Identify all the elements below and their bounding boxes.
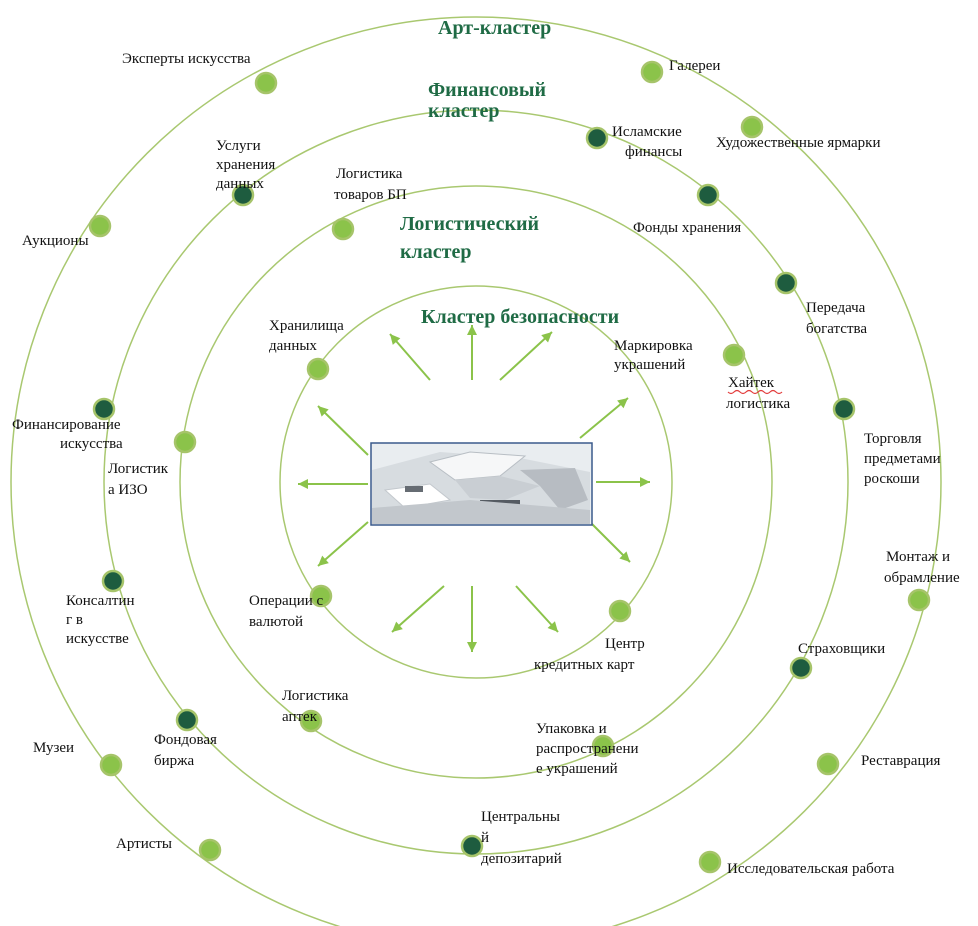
ring-logistics-cluster <box>179 185 773 779</box>
arrow-head-6 <box>640 477 650 487</box>
node-jewelry-packaging <box>591 734 615 758</box>
ring-security-cluster <box>279 285 673 679</box>
title-art-cluster: Арт-кластер <box>438 17 551 39</box>
arrow-head-7 <box>318 555 329 566</box>
node-experts <box>254 71 278 95</box>
node-logistics-pharmacy <box>299 709 323 733</box>
arrow-head-3 <box>617 398 628 409</box>
arrow-line-1 <box>389 333 431 381</box>
title-logistics-cluster: Логистический кластер <box>400 213 544 263</box>
label-art-consulting: Консалтин г в искусстве <box>66 593 138 647</box>
label-central-depository: Центральны й депозитарий <box>481 809 564 867</box>
label-jewelry-marking: Маркировка украшений <box>614 338 696 373</box>
ring-art-cluster <box>10 16 942 926</box>
node-art-consulting <box>101 569 125 593</box>
node-auctions <box>88 214 112 238</box>
label-art-fairs: Художественные ярмарки <box>716 135 880 151</box>
node-artists <box>198 838 222 862</box>
label-jewelry-packaging: Упаковка и распространени е украшений <box>536 721 642 777</box>
arrow-head-4 <box>318 406 329 417</box>
node-storage-funds <box>696 183 720 207</box>
node-museums <box>99 753 123 777</box>
title-finance-cluster: Финансовый кластер <box>428 79 551 122</box>
node-central-depository <box>460 834 484 858</box>
node-stock-exchange <box>175 708 199 732</box>
label-insurers: Страховщики <box>798 641 885 657</box>
node-wealth-transfer <box>774 271 798 295</box>
arrow-head-9 <box>392 621 403 632</box>
label-galleries: Галереи <box>669 58 720 74</box>
label-luxury-trade: Торговля предметами роскоши <box>864 431 944 487</box>
label-art-financing: Финансирование искусства <box>12 417 124 452</box>
node-islamic-finance <box>585 126 609 150</box>
label-research: Исследовательская работа <box>727 861 895 877</box>
arrow-head-11 <box>547 621 558 632</box>
label-mounting: Монтаж и обрамление <box>884 549 960 586</box>
arrow-head-8 <box>619 551 630 562</box>
label-stock-exchange: Фондовая биржа <box>154 732 221 769</box>
node-mounting <box>907 588 931 612</box>
spellcheck-underline <box>727 389 783 395</box>
label-data-storage-services: Услуги хранения данных <box>216 138 279 192</box>
node-insurers <box>789 656 813 680</box>
label-museums: Музеи <box>33 740 74 756</box>
label-currency-operations: Операции с валютой <box>249 593 327 630</box>
node-hightech-logistics <box>722 343 746 367</box>
label-credit-card-center: Центр кредитных карт <box>534 636 649 673</box>
arrow-head-2 <box>541 332 552 343</box>
arrow-head-0 <box>467 325 477 335</box>
arrow-line-2 <box>499 331 553 381</box>
label-wealth-transfer: Передача богатства <box>806 300 869 337</box>
arrow-line-9 <box>391 585 445 633</box>
label-auctions: Аукционы <box>22 233 89 249</box>
title-security-cluster: Кластер безопасности <box>421 306 619 328</box>
arrow-line-7 <box>317 521 369 567</box>
node-restoration <box>816 752 840 776</box>
label-data-warehouses: Хранилища данных <box>269 318 348 354</box>
label-logistics-pharmacy: Логистика аптек <box>282 688 352 725</box>
arrows <box>298 325 650 652</box>
node-luxury-trade <box>832 397 856 421</box>
label-logistics-izo: Логистик а ИЗО <box>108 461 172 498</box>
label-hightech-logistics: Хайтек логистика <box>726 375 790 412</box>
node-galleries <box>640 60 664 84</box>
node-research <box>698 850 722 874</box>
building-model-image <box>370 442 593 526</box>
label-restoration: Реставрация <box>861 753 941 769</box>
node-currency-operations <box>309 584 333 608</box>
arrow-head-1 <box>390 334 401 345</box>
label-storage-funds: Фонды хранения <box>633 220 741 236</box>
node-credit-card-center <box>608 599 632 623</box>
node-data-storage-services <box>231 183 255 207</box>
cluster-titles: Арт-кластер Финансовый кластер Логистиче… <box>400 17 619 328</box>
label-islamic-finance: Исламские финансы <box>612 124 686 160</box>
label-artists: Артисты <box>116 836 172 852</box>
arrow-line-3 <box>579 397 629 439</box>
node-art-financing <box>92 397 116 421</box>
cluster-nodes: Эксперты искусства Галереи Художественны… <box>12 51 960 877</box>
arrow-line-11 <box>515 585 559 633</box>
arrow-head-10 <box>467 642 477 652</box>
node-art-fairs <box>740 115 764 139</box>
arrow-head-5 <box>298 479 308 489</box>
node-logistics-bp <box>331 217 355 241</box>
label-experts: Эксперты искусства <box>122 51 251 67</box>
arrow-line-4 <box>317 405 369 456</box>
label-logistics-bp: Логистика товаров БП <box>334 166 407 203</box>
node-logistics-izo <box>173 430 197 454</box>
node-data-warehouses <box>306 357 330 381</box>
